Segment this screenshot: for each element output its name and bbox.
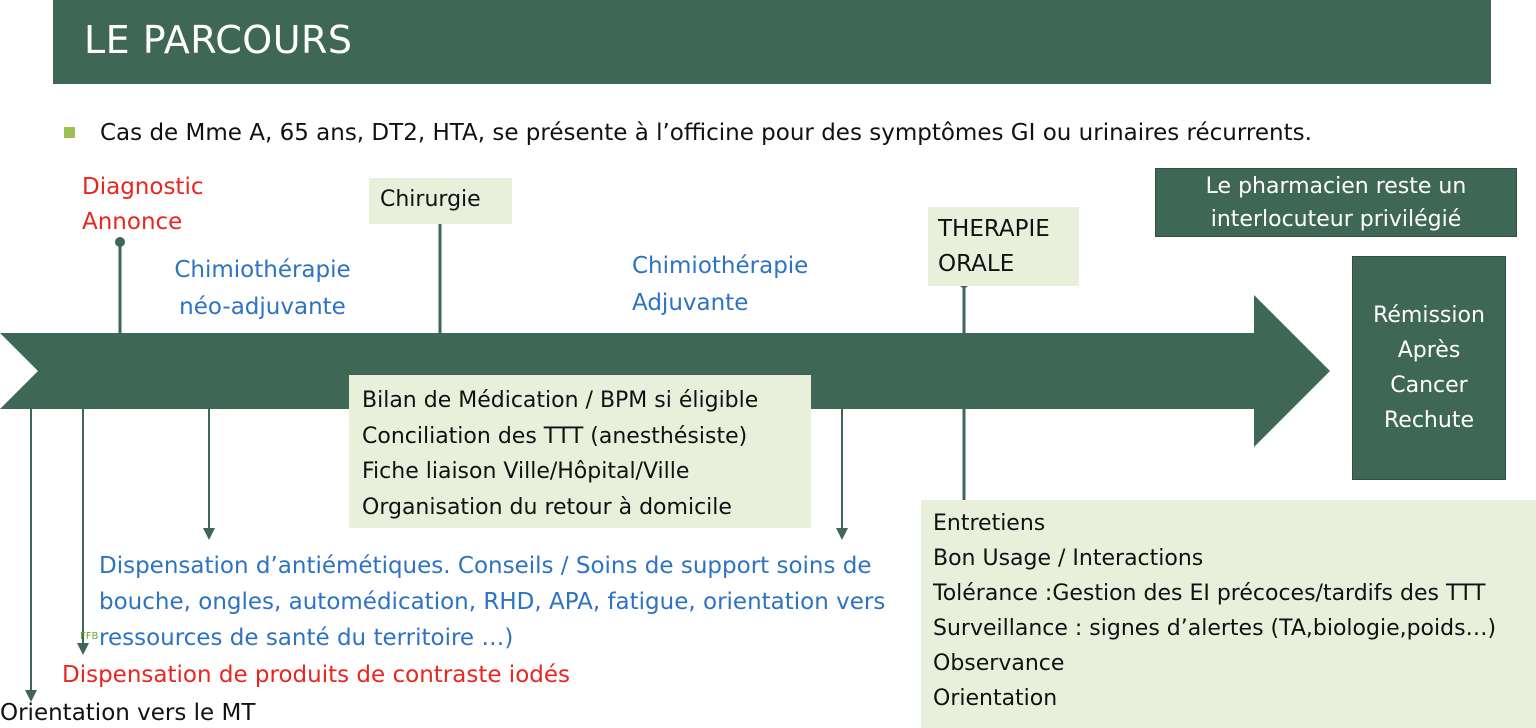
chimio-adj-line2: Adjuvante (632, 290, 749, 316)
small-mark: FFB (80, 631, 99, 642)
entretiens-item: Tolérance :Gestion des EI précoces/tardi… (933, 581, 1486, 606)
bilan-item: Organisation du retour à domicile (362, 494, 732, 520)
timeline-arrow (0, 295, 1330, 447)
contraste-arrowhead (77, 643, 89, 655)
remission-line3: Cancer (1390, 373, 1468, 398)
remission-line4: Rechute (1384, 408, 1474, 433)
pharmacist-line1: Le pharmacien reste un (1205, 174, 1467, 199)
pharmacist-box (1155, 168, 1517, 237)
entretiens-item: Observance (933, 651, 1065, 676)
orientation-arrowhead (25, 690, 37, 702)
pharmacist-label: Le pharmacien reste un interlocuteur pri… (1155, 170, 1517, 236)
remission-line2: Après (1397, 338, 1461, 363)
chimio-neo-line1: Chimiothérapie (174, 257, 351, 283)
chimio-adj-label: Chimiothérapie Adjuvante (632, 248, 808, 322)
dispensation-line: Dispensation d’antiémétiques. Conseils /… (99, 553, 872, 579)
dispensation-line: bouche, ongles, automédication, RHD, APA… (99, 589, 886, 615)
entretiens-item: Entretiens (933, 511, 1046, 536)
entretiens-list: Entretiens Bon Usage / Interactions Tolé… (933, 506, 1496, 716)
chimio-neo-label: Chimiothérapie néo-adjuvante (140, 252, 385, 326)
intro-text: Cas de Mme A, 65 ans, DT2, HTA, se prése… (100, 120, 1312, 146)
remission-label: Rémission Après Cancer Rechute (1352, 298, 1506, 438)
annonce-line: Annonce (82, 209, 183, 235)
entretiens-item: Surveillance : signes d’alertes (TA,biol… (933, 616, 1497, 641)
therapie-line1: THERAPIE (938, 216, 1050, 242)
therapie-box (928, 207, 1079, 286)
bilan-item: Conciliation des TTT (anesthésiste) (362, 423, 748, 449)
chimio-adj-line1: Chimiothérapie (632, 253, 809, 279)
chimio-adj-arrowhead (836, 528, 848, 540)
bullet-marker (64, 127, 75, 138)
dispensation-text: Dispensation d’antiémétiques. Conseils /… (99, 548, 899, 656)
title-bar (53, 0, 1491, 84)
diagnostic-label: Diagnostic Annonce (82, 170, 203, 240)
chirurgie-box (369, 178, 512, 224)
therapie-line2: ORALE (938, 251, 1015, 277)
pharmacist-line2: interlocuteur privilégié (1210, 207, 1462, 232)
page-title: LE PARCOURS (84, 18, 353, 62)
bilan-item: Fiche liaison Ville/Hôpital/Ville (362, 459, 690, 484)
bilan-list: Bilan de Médication / BPM si éligible Co… (362, 383, 758, 525)
chimio-neo-line2: néo-adjuvante (179, 294, 346, 320)
bilan-box (349, 375, 811, 528)
remission-line1: Rémission (1373, 303, 1485, 328)
chimio-neo-arrowhead (203, 528, 215, 540)
remission-box (1352, 256, 1506, 480)
entretiens-item: Bon Usage / Interactions (933, 546, 1204, 571)
entretiens-box (921, 500, 1536, 728)
therapie-label: THERAPIE ORALE (938, 212, 1050, 282)
dispensation-line: ressources de santé du territoire …) (99, 625, 514, 651)
diagnostic-line: Diagnostic (82, 174, 204, 200)
entretiens-item: Orientation (933, 686, 1058, 711)
bilan-item: Bilan de Médication / BPM si éligible (362, 388, 759, 413)
chirurgie-label: Chirurgie (380, 187, 481, 212)
orientation-mt-text: Orientation vers le MT (0, 700, 256, 726)
contraste-text: Dispensation de produits de contraste io… (62, 662, 570, 688)
